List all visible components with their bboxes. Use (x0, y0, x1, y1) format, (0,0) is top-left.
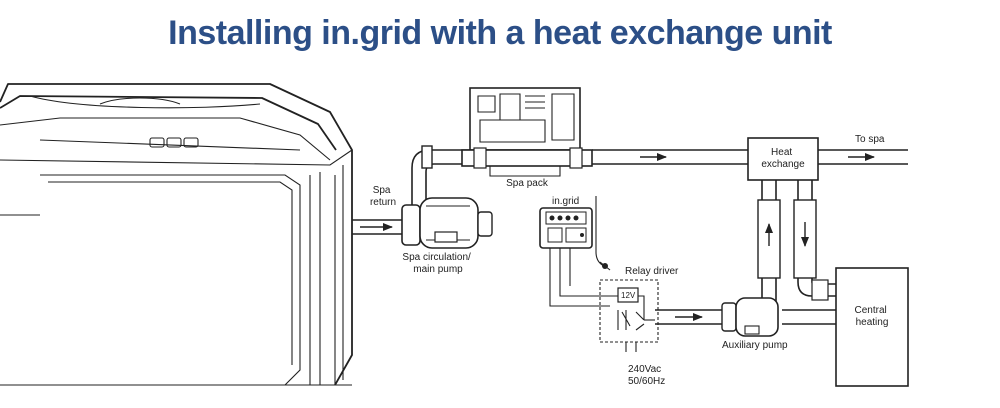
page-title: Installing in.grid with a heat exchange … (168, 14, 832, 52)
to-spa-pipe (818, 149, 908, 165)
mains-label: 240Vac 50/60Hz (628, 364, 665, 387)
ingrid-label: in.grid (552, 196, 579, 207)
central-heating-label: Central heating (854, 305, 889, 328)
relay-driver-label: Relay driver (625, 266, 679, 277)
hot-tub (0, 83, 353, 386)
heat-exchange-unit (747, 137, 819, 181)
spa-return-label: Spa return (370, 185, 396, 208)
to-spa-label: To spa (855, 134, 885, 145)
relay-voltage-label: 12V (621, 291, 636, 300)
pump-label: Spa circulation/ main pump (402, 252, 473, 275)
relay-driver (599, 279, 659, 352)
ingrid-device (539, 207, 593, 249)
control-buttons (149, 137, 199, 148)
pump-riser-pipe (411, 145, 470, 205)
main-pipe (592, 149, 748, 165)
ingrid-wiring (549, 196, 614, 307)
central-heating-unit (835, 267, 909, 387)
heat-exchange-flow-pipes (757, 180, 836, 305)
circulation-pump (401, 197, 493, 249)
heat-exchange-label: Heat exchange (761, 147, 805, 170)
spa-return-pipe (352, 219, 410, 235)
spa-pack (461, 87, 593, 177)
aux-pump-pipe (655, 309, 836, 325)
spa-pack-label: Spa pack (506, 178, 549, 189)
aux-pump-label: Auxiliary pump (722, 340, 788, 351)
auxiliary-pump (721, 297, 779, 337)
